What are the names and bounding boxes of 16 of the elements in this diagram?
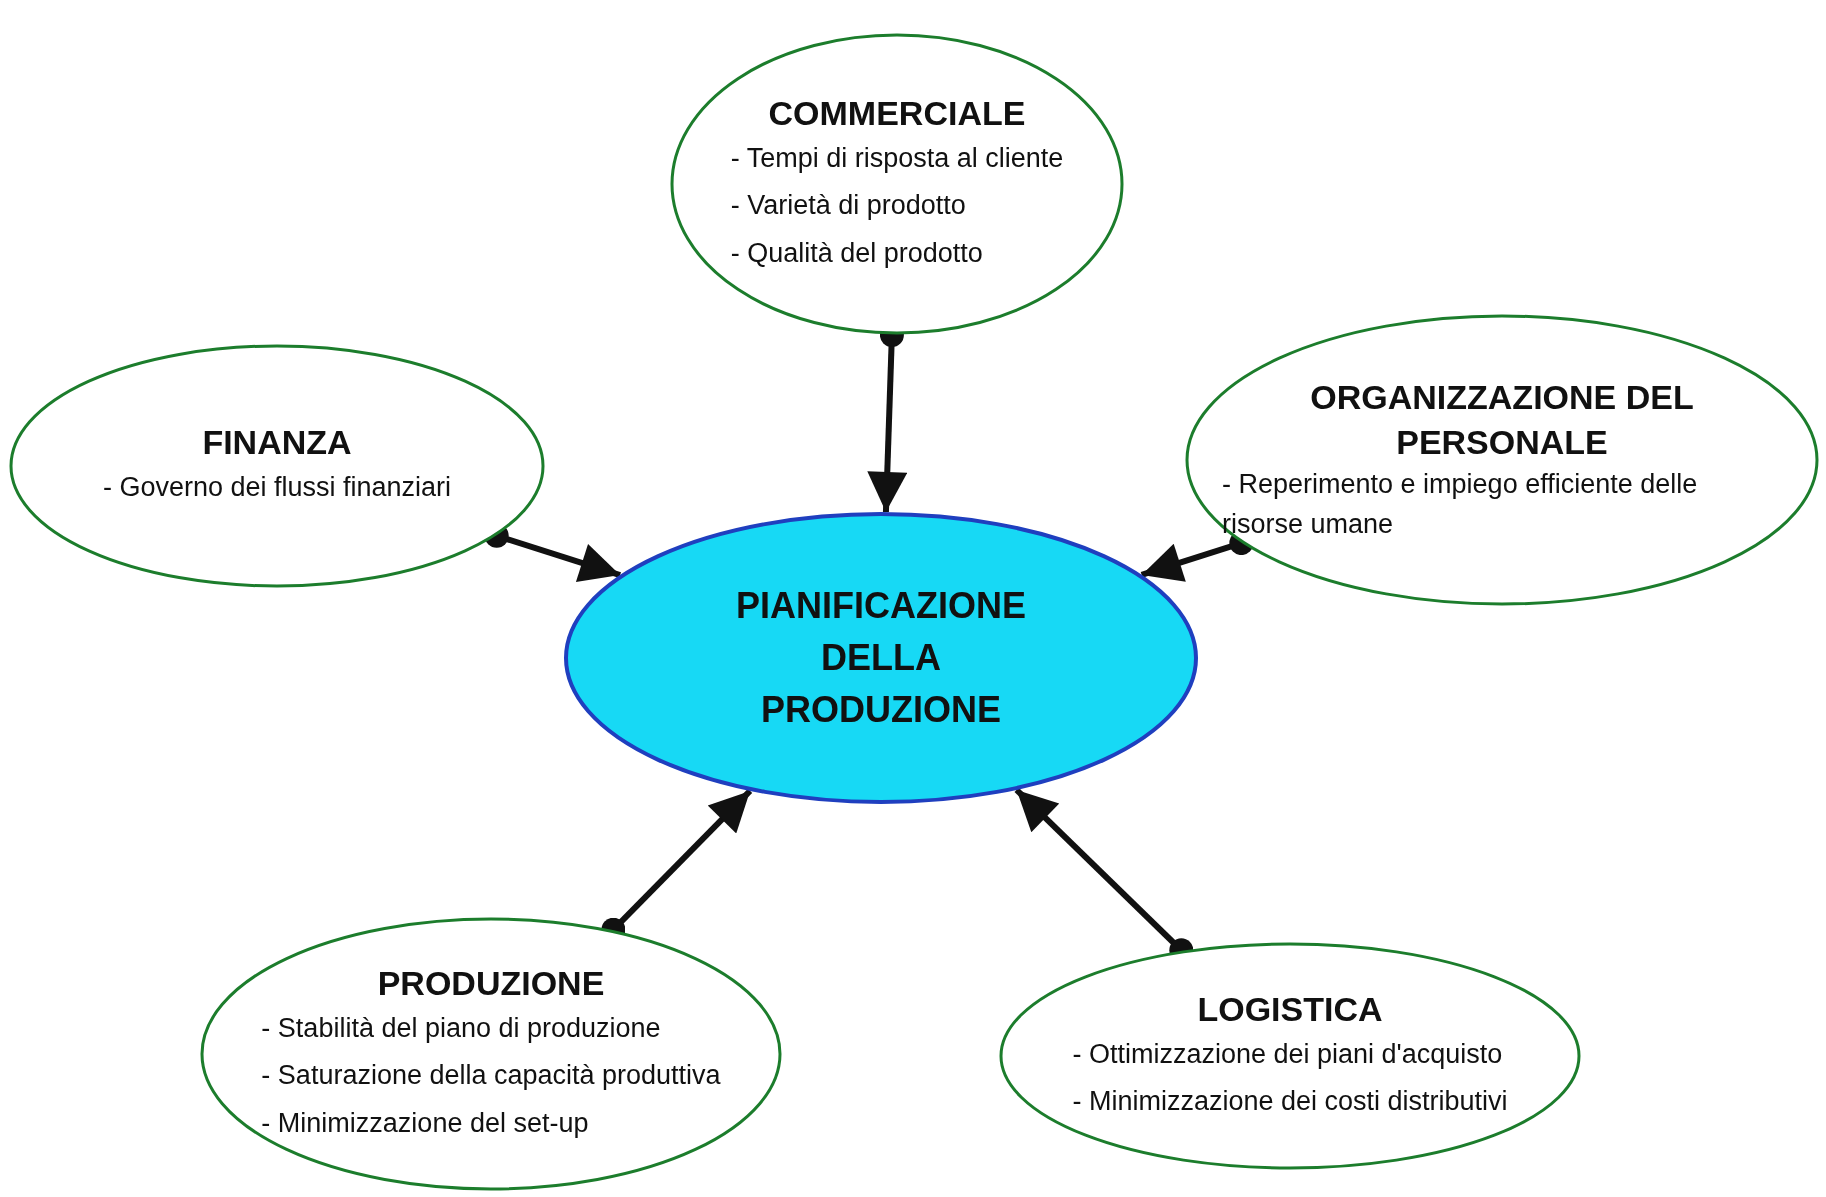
bullet-text: - Stabilità del piano di produzione	[261, 1012, 661, 1046]
bullet-text: - Qualità del prodotto	[730, 236, 983, 270]
heading: PRODUZIONE	[377, 963, 605, 1005]
bullet-text: - Minimizzazione del set-up	[261, 1106, 589, 1140]
heading: LOGISTICA	[1197, 988, 1383, 1030]
bullet-text: - Tempi di risposta al cliente	[730, 142, 1064, 176]
heading: PIANIFICAZIONE DELLA PRODUZIONE	[735, 583, 1027, 733]
heading: COMMERCIALE	[768, 93, 1026, 135]
bullet-text: - Saturazione della capacità produttiva	[261, 1059, 721, 1093]
bullet-text: - Varietà di prodotto	[730, 189, 966, 223]
bullet-text: - Governo dei flussi finanziari	[102, 471, 452, 505]
bullet-text: - Reperimento e impiego efficiente delle risorse umane	[1222, 467, 1699, 542]
bullet-text: - Minimizzazione dei costi distributivi	[1072, 1085, 1508, 1119]
bullet-text: - Ottimizzazione dei piani d'acquisto	[1072, 1037, 1503, 1071]
heading: FINANZA	[202, 422, 352, 464]
heading: ORGANIZZAZIONE DEL PERSONALE	[1309, 377, 1695, 463]
